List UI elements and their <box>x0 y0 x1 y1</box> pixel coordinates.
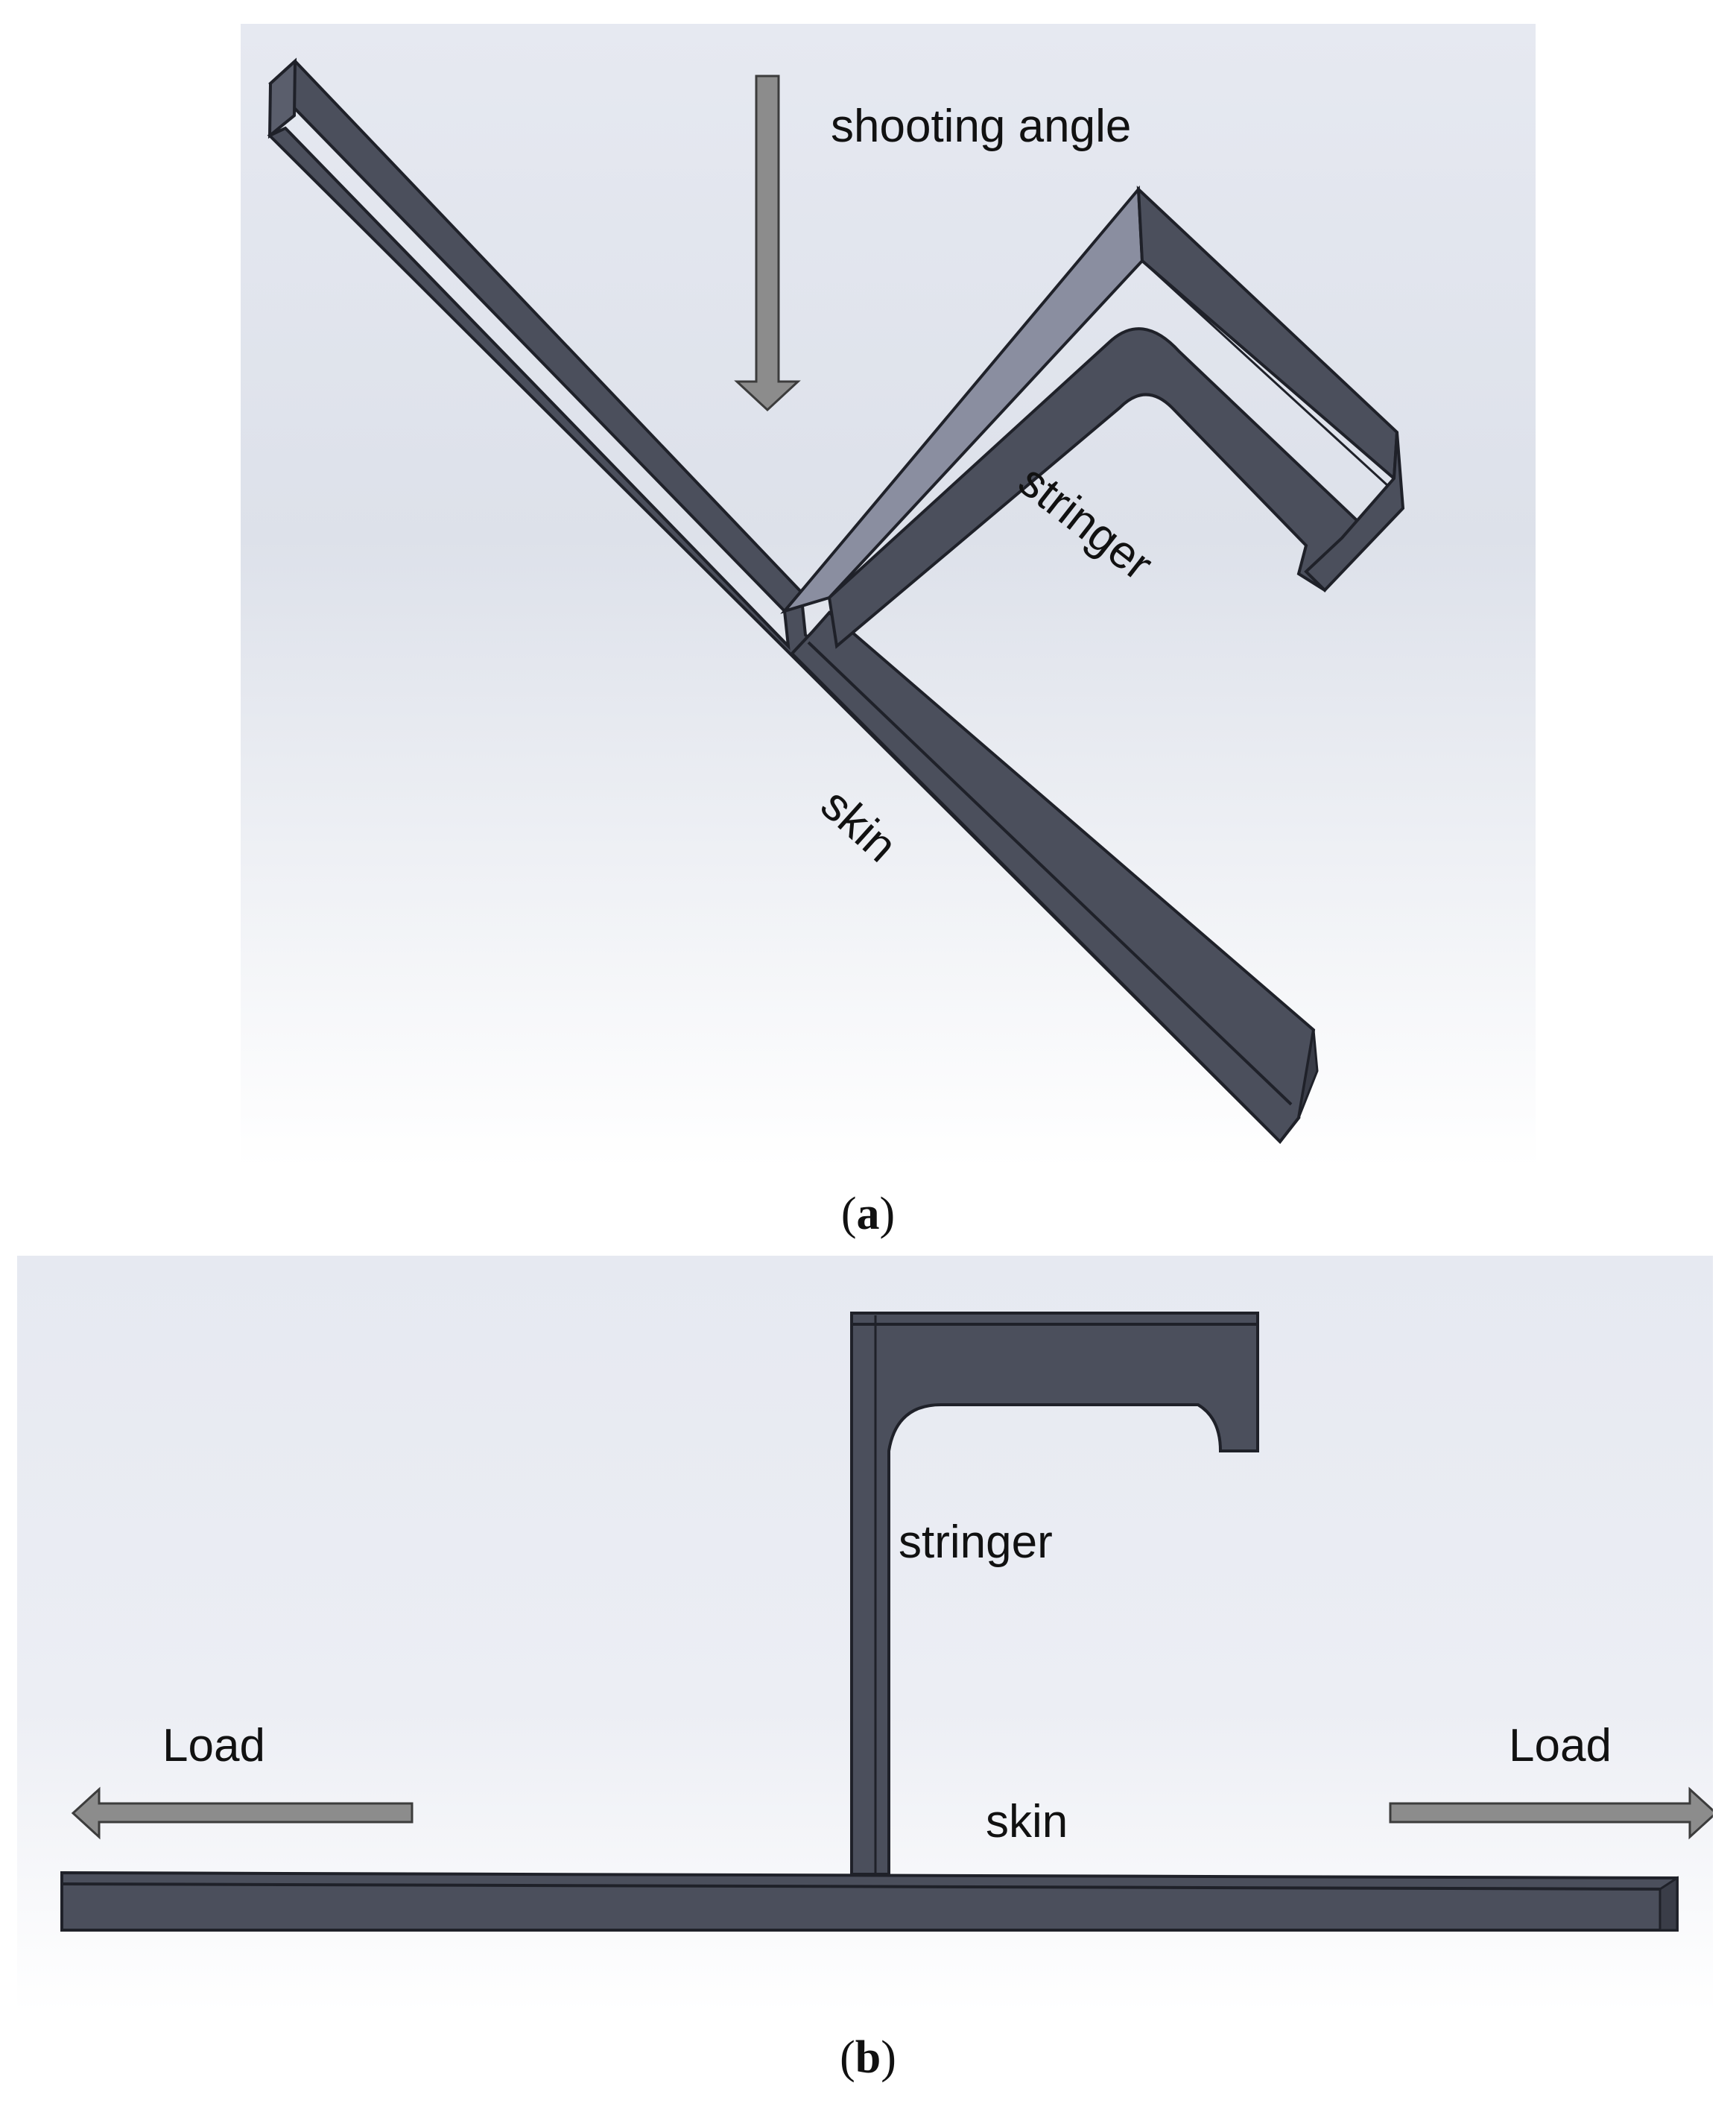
caption-a: (a) <box>840 1189 896 1239</box>
shooting-angle-label: shooting angle <box>831 101 1131 152</box>
load-right-label: Load <box>1509 1720 1612 1771</box>
stringer-part-b <box>850 1312 1259 1876</box>
load-left-label: Load <box>162 1720 265 1771</box>
panel-a-isometric-view: shooting angle stringer skin <box>241 24 1536 1168</box>
skin-part-a <box>267 57 1319 1145</box>
skin-label-b: skin <box>986 1796 1068 1847</box>
down-arrow-icon <box>734 75 801 412</box>
panel-a-drawing: shooting angle stringer skin <box>241 24 1536 1168</box>
panel-b-drawing: stringer skin Load Load <box>17 1256 1713 2012</box>
skin-part-b <box>60 1871 1679 1932</box>
caption-b: (b) <box>840 2032 896 2083</box>
panel-b-side-view: stringer skin Load Load <box>17 1256 1713 2012</box>
right-arrow-icon <box>1389 1786 1713 1840</box>
stringer-part-a <box>780 185 1405 649</box>
left-arrow-icon <box>71 1786 414 1840</box>
stringer-label-b: stringer <box>899 1517 1053 1568</box>
